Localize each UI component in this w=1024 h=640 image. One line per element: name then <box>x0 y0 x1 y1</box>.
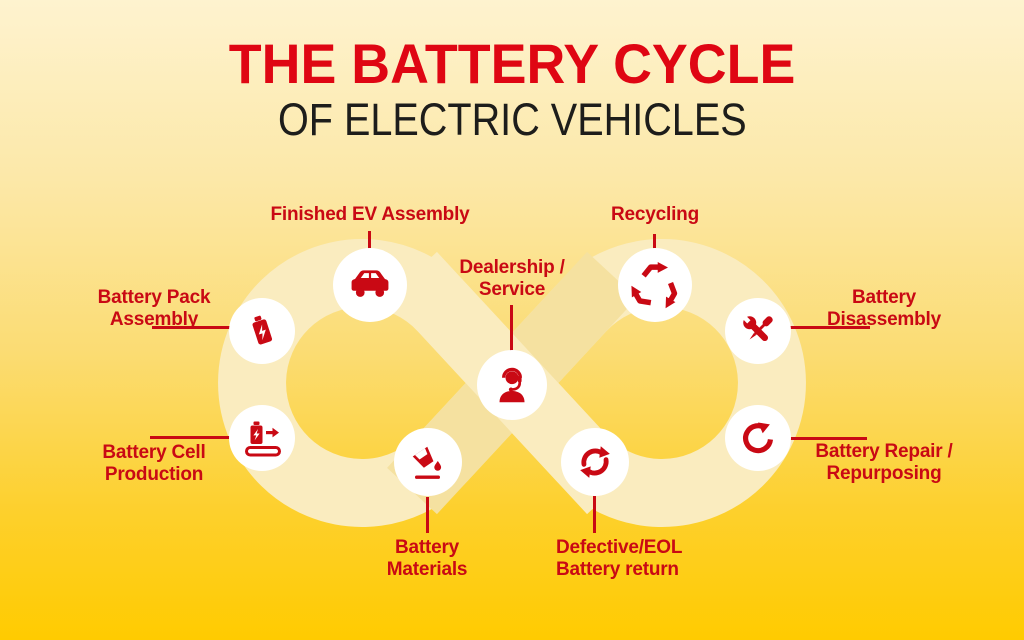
connector-battery-pack-assembly <box>152 326 238 329</box>
tools-icon <box>742 315 773 342</box>
stage-label-finished-ev-assembly: Finished EV Assembly <box>270 204 470 225</box>
car-icon <box>351 270 389 297</box>
stage-badge-recycling <box>618 248 692 322</box>
rotate-ccw-icon <box>743 422 774 454</box>
stage-label-battery-pack-assembly: Battery Pack Assembly <box>97 287 211 330</box>
recycle-icon <box>631 262 678 309</box>
connector-finished-ev-assembly <box>368 231 371 251</box>
stage-label-battery-disassembly: Battery Disassembly <box>827 287 941 330</box>
stage-badge-finished-ev-assembly <box>333 248 407 322</box>
stage-badge-battery-pack-assembly <box>229 298 295 364</box>
stage-label-battery-cell-production: Battery Cell Production <box>102 442 206 485</box>
stage-badge-battery-disassembly <box>725 298 791 364</box>
stage-label-recycling: Recycling <box>611 204 699 225</box>
connector-battery-cell-production <box>150 436 230 439</box>
connector-dealership-service <box>510 305 513 351</box>
stage-badge-defective-eol <box>561 428 629 496</box>
connector-recycling <box>653 234 656 250</box>
stage-badge-battery-repair <box>725 405 791 471</box>
stage-label-battery-repair-repurposing: Battery Repair / Repurposing <box>815 441 953 484</box>
battery-bolt-icon <box>252 315 273 345</box>
battery-conveyor-icon <box>245 421 281 457</box>
pouring-crucible-icon <box>412 446 442 479</box>
stage-badge-battery-materials <box>394 428 462 496</box>
connector-battery-materials <box>426 497 429 533</box>
stage-label-dealership-service: Dealership / Service <box>459 257 565 300</box>
stage-label-defective-eol-battery-return: Defective/EOL Battery return <box>556 537 683 580</box>
page-title: THE BATTERY CYCLE <box>228 32 796 95</box>
cycle-arrows-icon <box>580 446 610 478</box>
stage-label-battery-materials: Battery Materials <box>386 537 468 580</box>
headset-person-icon <box>499 367 525 403</box>
stage-badge-battery-cell-production <box>229 405 295 471</box>
connector-defective-eol <box>593 496 596 533</box>
stage-badge-dealership-service <box>477 350 547 420</box>
page-subtitle: OF ELECTRIC VEHICLES <box>277 94 747 145</box>
connector-battery-repair <box>790 437 867 440</box>
title-block: THE BATTERY CYCLE OF ELECTRIC VEHICLES <box>0 34 1024 144</box>
connector-battery-disassembly <box>790 326 870 329</box>
